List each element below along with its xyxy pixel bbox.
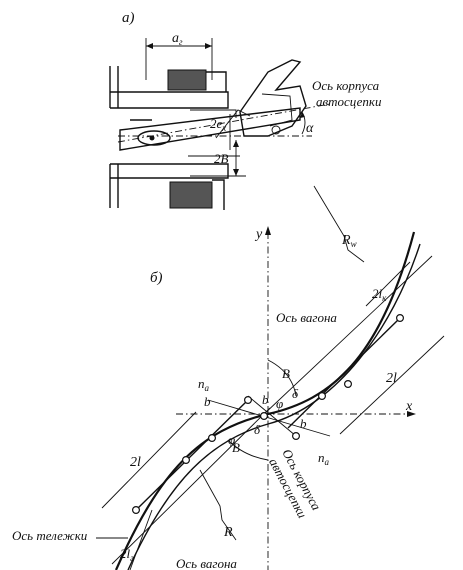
coupler-axis-line bbox=[207, 399, 331, 437]
dim-2lr-label: 2lг bbox=[120, 546, 134, 563]
body-axis-label-2: автосцепки bbox=[316, 94, 382, 109]
dim-2l-left bbox=[101, 411, 197, 509]
part-a-drawing: а) aг Ось корпуса автосцепки α bbox=[109, 10, 382, 210]
b-right-label: b bbox=[300, 416, 307, 431]
car-axis-right bbox=[261, 255, 433, 417]
car-chord-right bbox=[287, 317, 401, 429]
r-top-leader bbox=[313, 185, 365, 263]
bogie-axis-label: Ось тележки bbox=[12, 528, 88, 543]
x-axis-arrow bbox=[407, 411, 416, 417]
dim-2b-label: 2B bbox=[214, 151, 229, 166]
car-axis-left bbox=[111, 407, 271, 565]
dim-2l-right bbox=[339, 335, 445, 435]
dim-2b-arrow-bottom bbox=[233, 169, 239, 176]
lower-beam bbox=[110, 163, 229, 179]
node-left-top bbox=[244, 396, 253, 405]
car-axis-bottom-label: Ось вагона bbox=[176, 556, 237, 570]
coupler-head-hole bbox=[271, 125, 281, 135]
alpha-arrow bbox=[300, 112, 305, 118]
upper-beam bbox=[110, 91, 229, 109]
delta-bottom-label: δ bbox=[254, 422, 261, 437]
part-b-drawing: б) y x 2l 2l 2lк bbox=[12, 185, 445, 570]
beta-top-arc bbox=[267, 359, 297, 397]
y-axis-arrow bbox=[265, 226, 271, 235]
node-right-lower bbox=[318, 392, 327, 401]
coupler-neck bbox=[215, 109, 251, 139]
lower-sill bbox=[109, 164, 119, 208]
coupler-head-inner bbox=[261, 93, 293, 127]
x-axis-label: x bbox=[405, 399, 413, 414]
part-b-label: б) bbox=[150, 270, 163, 286]
upper-sill bbox=[109, 66, 119, 108]
node-right-top bbox=[396, 314, 405, 323]
car-chord-left bbox=[135, 399, 249, 511]
dim-ar-label: aг bbox=[172, 31, 183, 47]
dim-2b-arrow-top bbox=[233, 140, 239, 147]
b-center-label: b bbox=[262, 392, 269, 407]
beta-bottom-label: B bbox=[232, 440, 240, 455]
shank-pin bbox=[149, 135, 155, 141]
dim-ar-arrow-left bbox=[146, 43, 153, 49]
upper-stop bbox=[206, 71, 227, 92]
lower-block bbox=[169, 181, 213, 209]
dim-2ex-label: 2еx bbox=[210, 116, 226, 133]
part-a-label: а) bbox=[122, 10, 135, 26]
delta-top-label: δ bbox=[292, 386, 299, 401]
lower-stop bbox=[212, 179, 225, 210]
dim-2l-left-label: 2l bbox=[130, 455, 141, 470]
node-right-mid bbox=[344, 380, 353, 389]
body-axis-label-1: Ось корпуса bbox=[312, 78, 380, 93]
y-axis-label: y bbox=[254, 227, 263, 242]
dim-2lk bbox=[365, 261, 411, 307]
phi-bottom-label: φ bbox=[228, 432, 235, 447]
beta-top-label: B bbox=[282, 366, 290, 381]
dim-2lk-label: 2lк bbox=[372, 286, 387, 303]
n-a-right-label: na bbox=[318, 450, 330, 467]
r-bottom-label: R bbox=[223, 525, 233, 540]
phi-top-label: φ bbox=[276, 396, 283, 411]
r-top-label: Rw bbox=[341, 233, 357, 249]
track-curve bbox=[114, 231, 416, 570]
coupler-cross-line bbox=[247, 395, 297, 437]
track-curve-outer bbox=[127, 243, 421, 570]
body-axis-bottom-group: Ось корпуса автосцепки bbox=[266, 446, 324, 521]
node-left-upper bbox=[208, 434, 217, 443]
car-axis-top-label: Ось вагона bbox=[276, 310, 337, 325]
node-center-right bbox=[292, 432, 301, 441]
r-bottom-leader bbox=[199, 469, 237, 541]
dim-ar-arrow-right bbox=[205, 43, 212, 49]
node-center-left bbox=[260, 412, 269, 421]
node-left-bottom bbox=[132, 506, 141, 515]
n-a-left-label: na bbox=[198, 376, 210, 393]
dim-2lr-line bbox=[129, 509, 153, 570]
alpha-label: α bbox=[306, 121, 314, 136]
node-left-mid bbox=[182, 456, 191, 465]
b-left-label: b bbox=[204, 394, 211, 409]
beta-bottom-arc bbox=[227, 439, 269, 461]
dim-2l-right-label: 2l bbox=[386, 371, 397, 386]
upper-block bbox=[167, 69, 207, 91]
